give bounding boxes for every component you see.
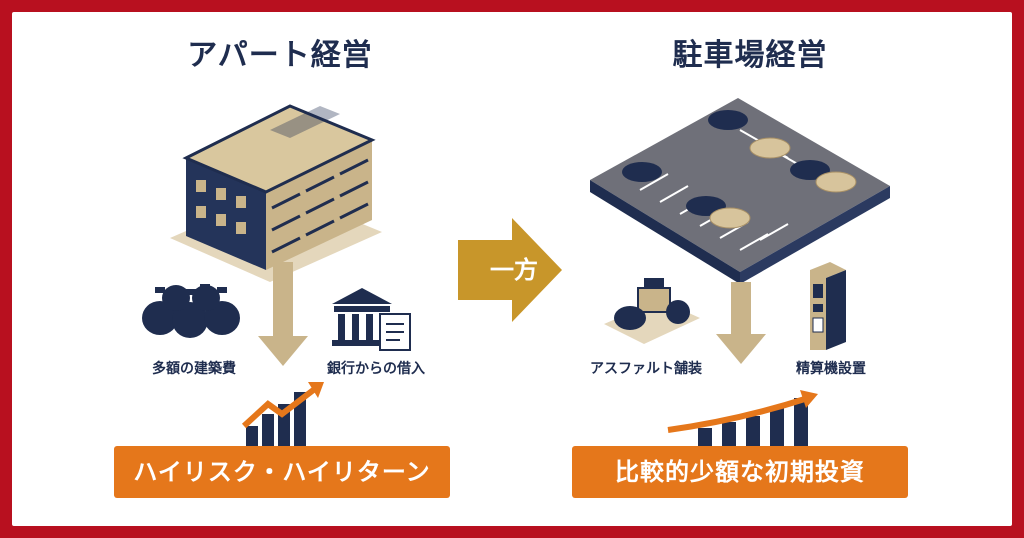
- apartment-result-banner: ハイリスク・ハイリターン: [114, 446, 450, 498]
- parked-car-icon-beige: [709, 137, 857, 229]
- apartment-flow-arrow-shaft: [273, 262, 293, 338]
- parking-result-banner: 比較的少額な初期投資: [572, 446, 908, 498]
- parking-flow-arrow-head: [716, 334, 766, 364]
- construction-cost-label: 多額の建築費: [152, 361, 236, 377]
- rising-bars-icon-parking: [698, 398, 808, 446]
- bank-loan-label: 銀行からの借入: [327, 361, 425, 377]
- money-bags-icon: [142, 284, 240, 338]
- parking-title: 駐車場経営: [672, 38, 828, 73]
- bank-icon: [332, 288, 411, 351]
- apartment-flow-arrow-head: [258, 336, 308, 366]
- payment-machine-label: 精算機設置: [796, 361, 866, 377]
- connector-label: 一方: [490, 256, 538, 284]
- payment-machine-icon: [810, 262, 846, 350]
- connector-arrow: [458, 218, 562, 322]
- road-roller-icon: [604, 278, 700, 344]
- parking-lot-surface: [590, 98, 890, 272]
- apartment-building-roof: [182, 104, 376, 194]
- parking-flow-arrow-shaft: [731, 282, 751, 336]
- rising-arrow-apartment: [241, 385, 318, 429]
- asphalt-paving-label: アスファルト舗装: [590, 361, 702, 377]
- apartment-title: アパート経営: [187, 38, 373, 73]
- rising-arrow-parking: [667, 395, 809, 433]
